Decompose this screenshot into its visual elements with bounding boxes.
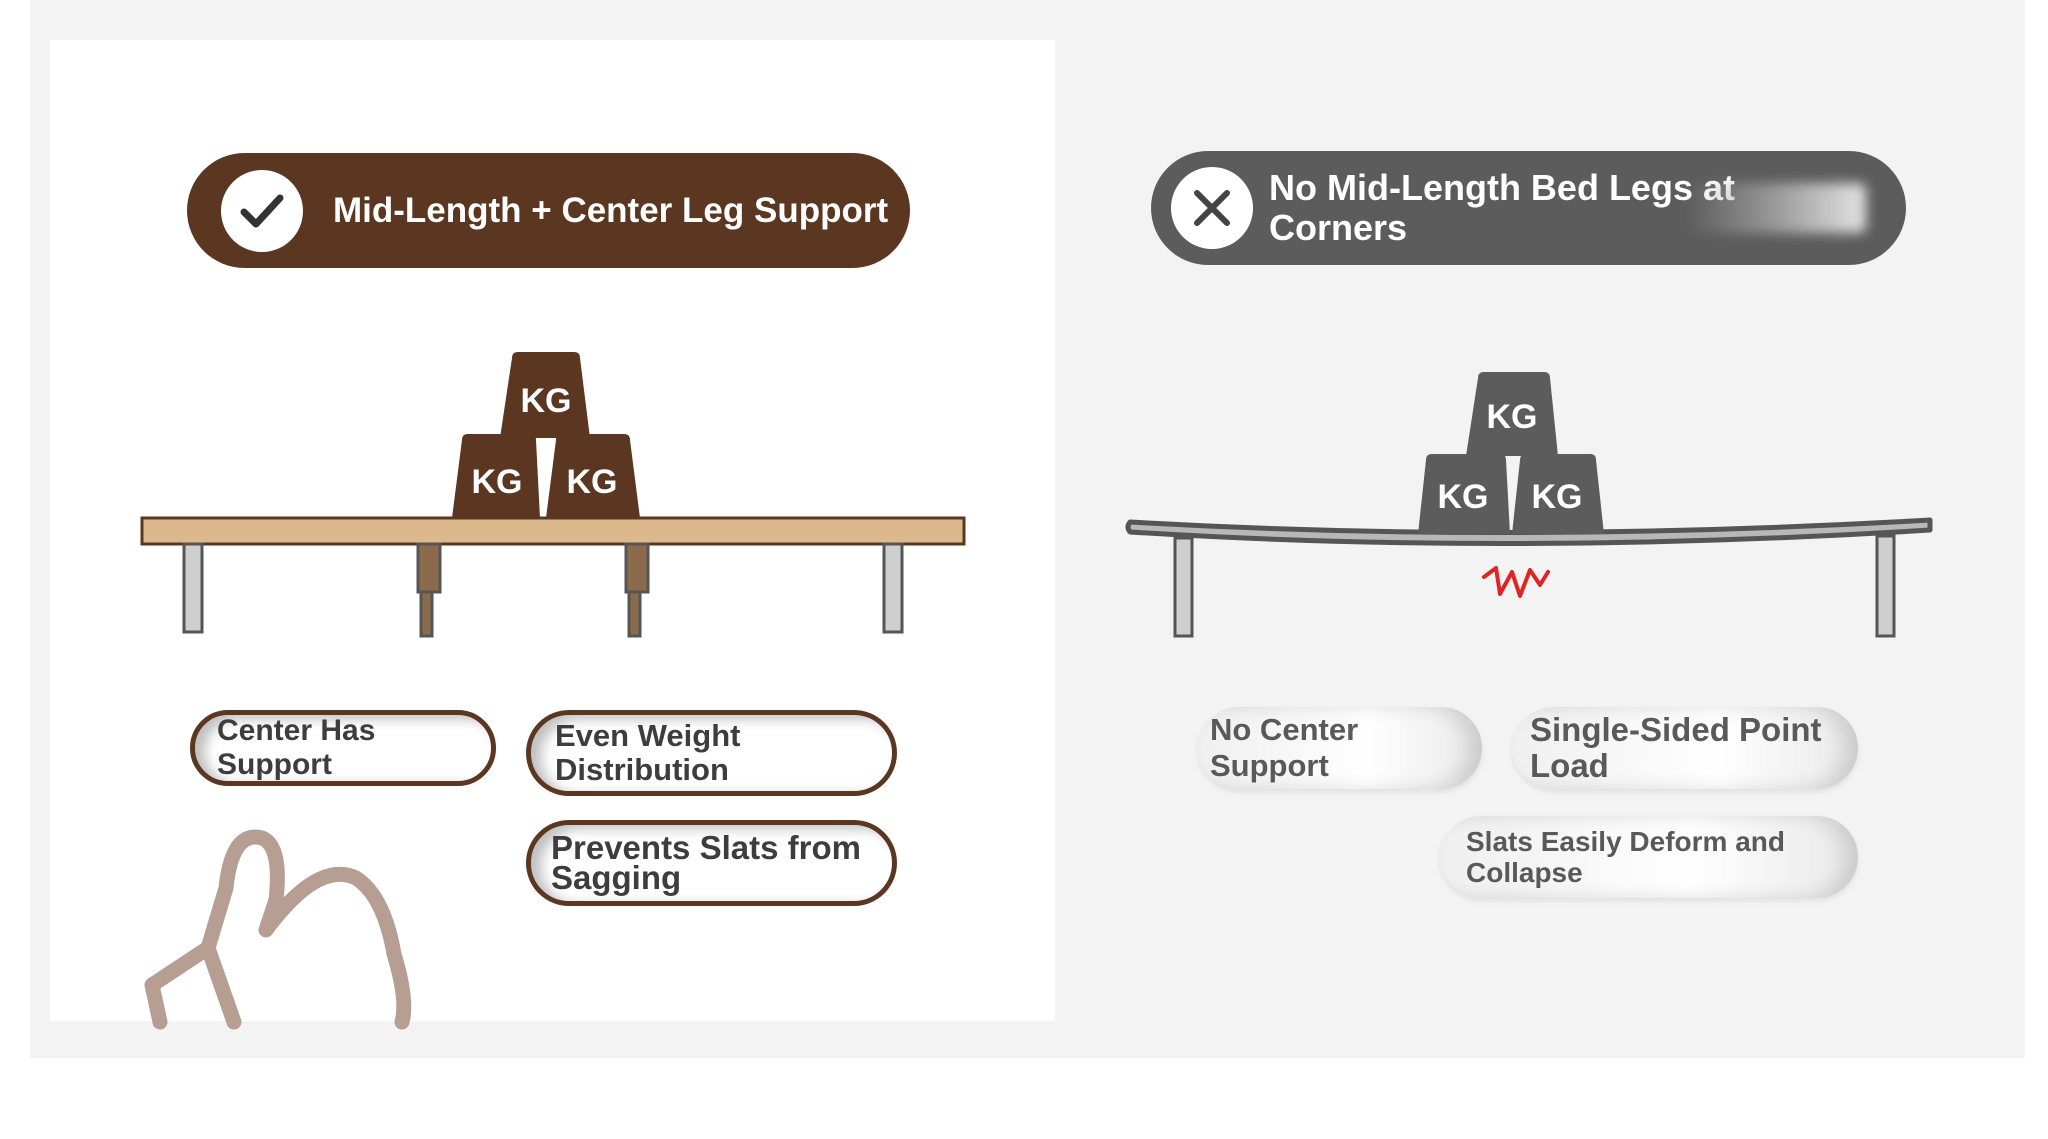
weight-stack-unsupported: KG KG KG	[1418, 372, 1604, 534]
label-text: Even Weight Distribution	[555, 718, 741, 787]
weight-label: KG	[1438, 478, 1489, 516]
label-text: Slats Easily Deform and Collapse	[1466, 826, 1786, 888]
corner-leg-left	[182, 542, 204, 634]
label-prevents-slats-sagging: Prevents Slats from Sagging	[526, 820, 897, 906]
crack-zigzag-icon	[1482, 566, 1550, 598]
label-slats-deform-collapse: Slats Easily Deform and Collapse	[1440, 816, 1858, 898]
weight-block	[500, 352, 590, 438]
weight-block	[452, 434, 540, 518]
weight-block	[546, 434, 640, 518]
slat-board	[140, 516, 966, 546]
label-single-sided-point-load: Single-Sided Point Load	[1512, 707, 1858, 789]
label-even-weight-distribution: Even Weight Distribution	[526, 710, 897, 796]
label-text: No Center Support	[1210, 712, 1359, 783]
weight-block	[1466, 372, 1558, 456]
corner-leg-left	[1173, 536, 1194, 638]
weight-label: KG	[1532, 478, 1583, 516]
blurred-area	[1686, 183, 1866, 233]
center-leg-left	[416, 542, 442, 638]
close-icon	[1171, 167, 1253, 249]
weight-label: KG	[472, 463, 523, 501]
corner-leg-right	[1875, 534, 1896, 638]
label-center-has-support: Center Has Support	[190, 710, 496, 786]
label-no-center-support: No Center Support	[1198, 707, 1482, 789]
label-text: Prevents Slats from Sagging	[551, 829, 861, 896]
sagging-slat-board	[1125, 517, 1933, 547]
weight-label: KG	[567, 463, 618, 501]
unsupported-bed-frame	[1125, 517, 1933, 638]
label-text: Center Has Support	[217, 714, 376, 781]
weight-block	[1512, 454, 1604, 534]
weight-label: KG	[521, 382, 572, 420]
corner-leg-right	[882, 542, 904, 634]
label-text: Single-Sided Point Load	[1530, 711, 1822, 784]
banner-title-with-support: Mid-Length + Center Leg Support	[333, 190, 889, 230]
supported-bed-frame	[140, 516, 966, 638]
checkmark-icon	[221, 169, 303, 252]
center-leg-right	[624, 542, 650, 638]
weight-stack-supported: KG KG KG	[452, 352, 640, 518]
weight-label: KG	[1487, 398, 1538, 436]
banner-with-support: Mid-Length + Center Leg Support	[187, 153, 910, 268]
banner-without-support: No Mid-Length Bed Legs at Corners	[1151, 151, 1906, 265]
banner-title-without-support: No Mid-Length Bed Legs at Corners	[1269, 167, 1735, 248]
thumbs-up-icon	[144, 829, 412, 1030]
weight-block	[1418, 454, 1510, 534]
